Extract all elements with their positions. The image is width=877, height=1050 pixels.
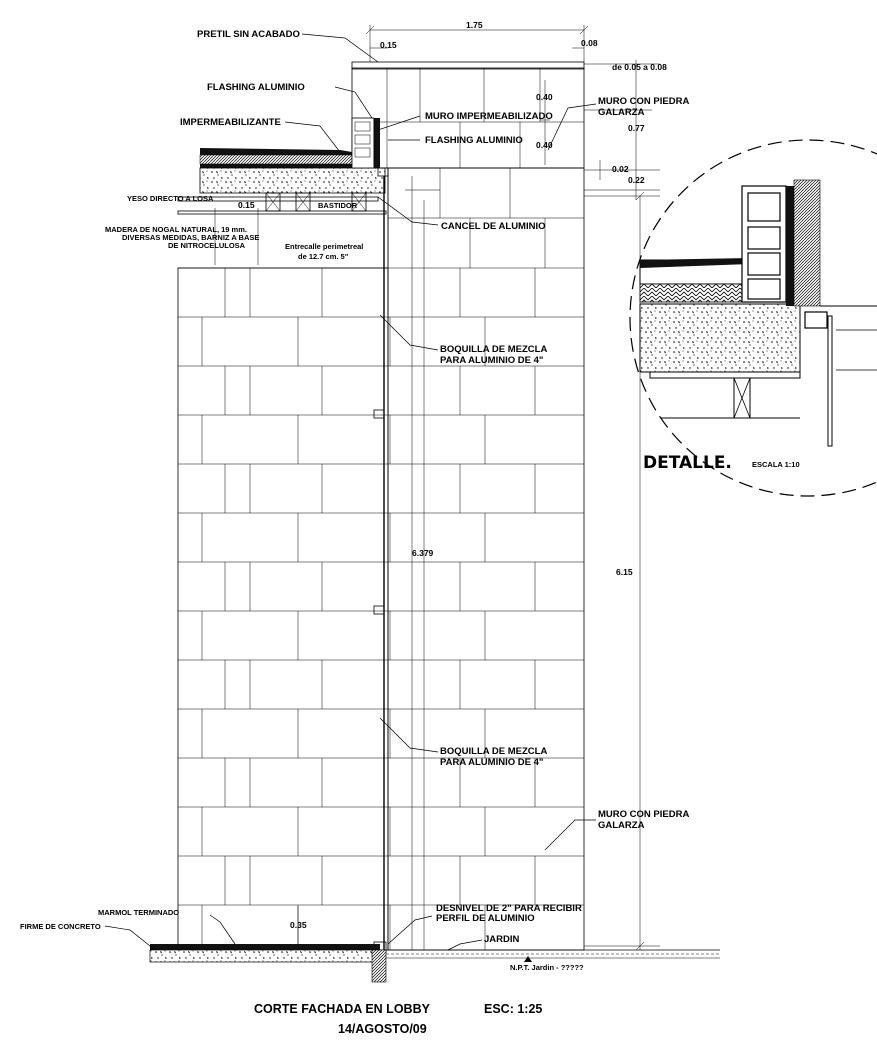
detail-scale: ESCALA 1:10 (752, 460, 800, 469)
label-muro-piedra-top-1: MURO CON PIEDRA (598, 96, 689, 107)
label-entrecalle-1: Entrecalle perimetreal (285, 242, 363, 251)
dim-022: 0.22 (628, 175, 645, 185)
dim-615: 6.15 (616, 567, 633, 577)
dim-040b: 0.40 (536, 140, 553, 150)
label-bastidor: BASTIDOR (318, 201, 358, 210)
dim-175: 1.75 (466, 20, 483, 30)
detail-circle (629, 139, 877, 497)
label-desnivel-2: PERFIL DE ALUMINIO (436, 913, 535, 924)
parapet-cap (351, 61, 585, 169)
detail-title: DETALLE. (643, 453, 732, 473)
label-cancel: CANCEL DE ALUMINIO (441, 221, 546, 232)
label-desnivel-1: DESNIVEL DE 2" PARA RECIBIR (436, 903, 582, 914)
drawing-title: CORTE FACHADA EN LOBBY (254, 1002, 431, 1016)
aluminium-frame (373, 176, 413, 953)
ceiling-framing (177, 192, 387, 215)
label-entrecalle-2: de 12.7 cm. 5" (298, 252, 349, 261)
roof-slab (199, 117, 389, 194)
label-boquilla-2a: BOQUILLA DE MEZCLA (440, 746, 547, 757)
dimension-lines (214, 25, 660, 951)
label-flashing-mid: FLASHING ALUMINIO (425, 135, 523, 146)
dim-015-side: 0.15 (238, 200, 255, 210)
stone-courses (178, 168, 584, 950)
label-impermeabilizante: IMPERMEABILIZANTE (180, 117, 281, 128)
label-boquilla-2b: PARA ALUMINIO DE 4" (440, 757, 543, 768)
dim-005: de 0.05 a 0.08 (612, 62, 667, 72)
label-boquilla-1b: PARA ALUMINIO DE 4" (440, 355, 543, 366)
label-jardin: JARDIN (484, 934, 520, 945)
dim-015-top: 0.15 (380, 40, 397, 50)
label-yeso: YESO DIRECTO A LOSA (127, 194, 214, 203)
level-marker-icon (524, 956, 532, 962)
label-npt: N.P.T. Jardin - ????? (510, 963, 584, 972)
label-muro-impermeabilizado: MURO IMPERMEABILIZADO (425, 111, 553, 122)
ground (149, 944, 720, 983)
label-muro-piedra-bot-1: MURO CON PIEDRA (598, 809, 689, 820)
label-muro-piedra-bot-2: GALARZA (598, 820, 645, 831)
dim-077: 0.77 (628, 123, 645, 133)
label-firme: FIRME DE CONCRETO (20, 922, 101, 931)
label-muro-piedra-top-2: GALARZA (598, 107, 645, 118)
leader-lines (104, 33, 597, 951)
dim-035: 0.35 (290, 920, 307, 930)
dim-6379: 6.379 (412, 548, 434, 558)
label-madera-3: DE NITROCELULOSA (168, 241, 246, 250)
label-madera-2: DIVERSAS MEDIDAS, BARNIZ A BASE (122, 233, 259, 242)
dim-002: 0.02 (612, 164, 629, 174)
label-marmol: MARMOL TERMINADO (98, 908, 179, 917)
drawing-date: 14/AGOSTO/09 (338, 1022, 427, 1036)
label-boquilla-1a: BOQUILLA DE MEZCLA (440, 344, 547, 355)
label-madera-1: MADERA DE NOGAL NATURAL, 19 mm. (105, 225, 247, 234)
label-flashing-top: FLASHING ALUMINIO (207, 82, 305, 93)
drawing-scale: ESC: 1:25 (484, 1002, 542, 1016)
dim-040a: 0.40 (536, 92, 553, 102)
label-pretil: PRETIL SIN ACABADO (197, 29, 300, 40)
dim-008: 0.08 (581, 38, 598, 48)
